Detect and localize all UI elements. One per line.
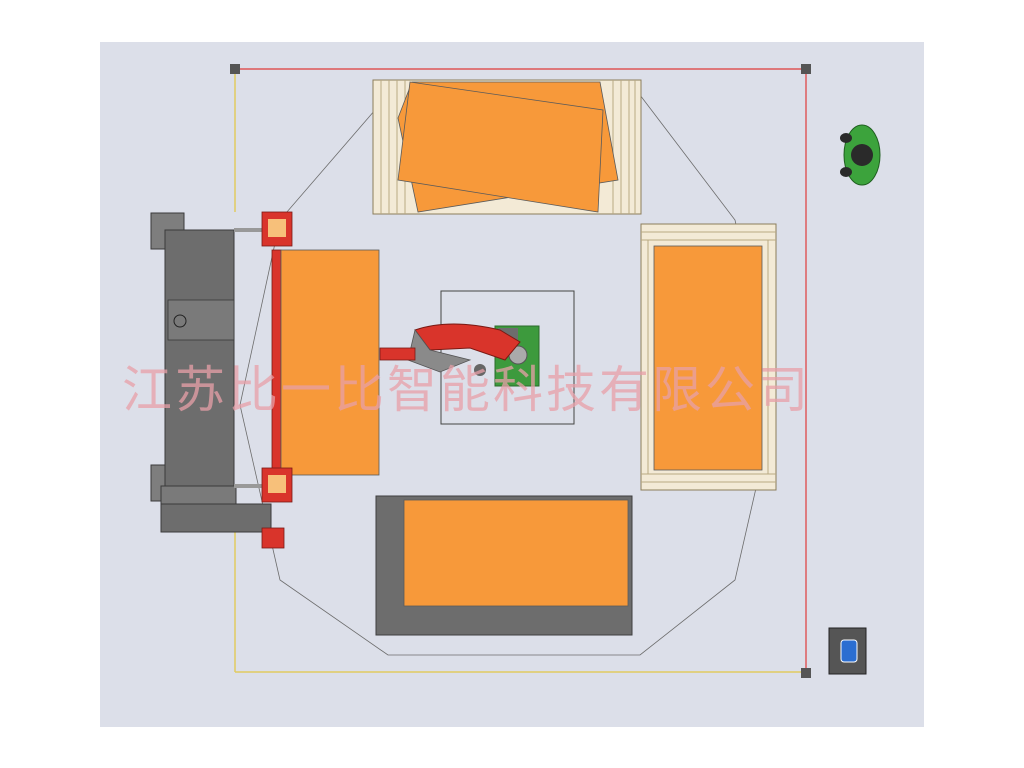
safety-fence: [230, 64, 811, 678]
sheet-right: [653, 245, 763, 471]
sheet-in-machine: [280, 249, 380, 476]
fence-post-top-left: [230, 64, 240, 74]
control-box-icon: [828, 627, 867, 675]
fence-post-top-right: [801, 64, 811, 74]
fence-post-bottom-right: [801, 668, 811, 678]
machine-indicator-icon: [173, 314, 187, 328]
red-bin: [261, 527, 285, 549]
sheet-top-rotated: [397, 81, 604, 213]
pallet-right: [640, 223, 777, 491]
robot-reach-envelope: [239, 94, 776, 656]
robot-arm: [379, 323, 540, 387]
operator-person-icon: [840, 124, 881, 186]
sheet-bottom: [403, 499, 629, 607]
press-brake-machine: [150, 211, 380, 549]
pallet-top: [372, 79, 642, 215]
bottom-table: [375, 495, 633, 636]
